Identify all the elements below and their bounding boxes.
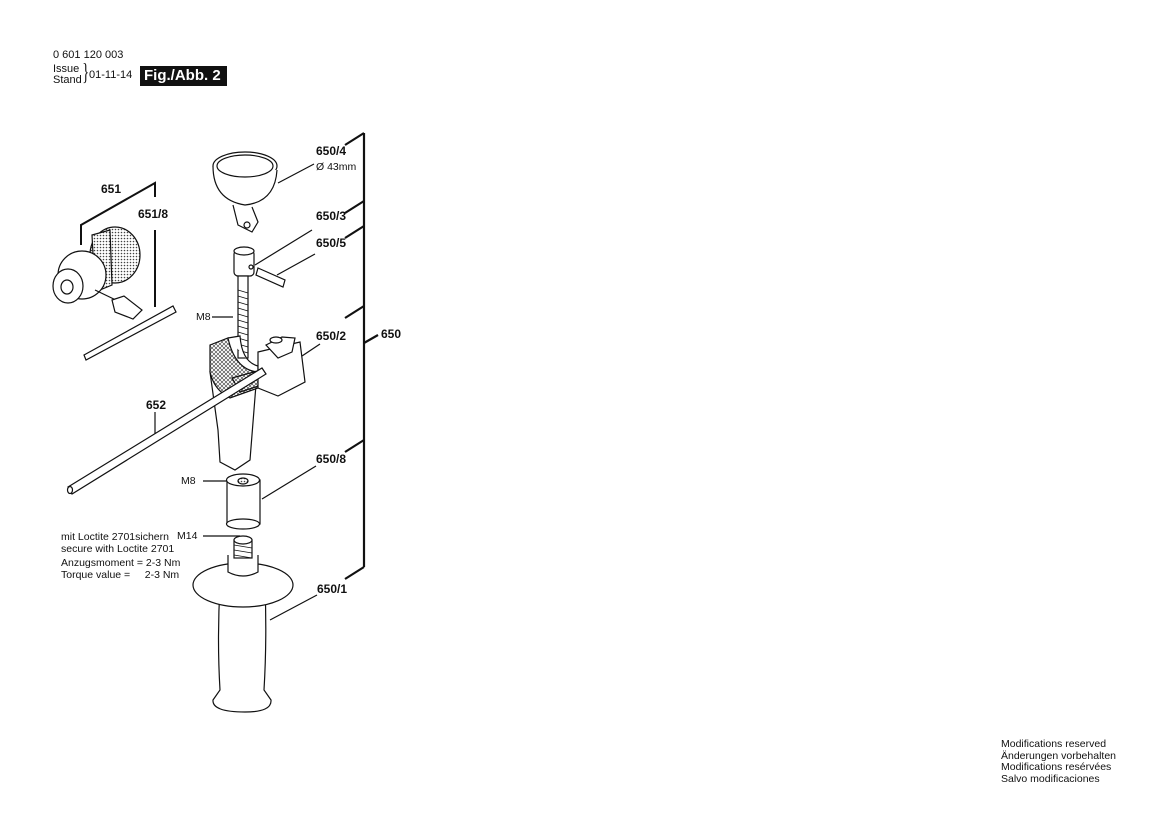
footer-line-es: Salvo modificaciones: [1001, 772, 1100, 785]
part-number: 0 601 120 003: [53, 49, 124, 61]
drill-chuck: [52, 226, 177, 361]
note-line-torque-de: Anzugsmoment = 2-3 Nm: [61, 557, 181, 569]
note-line-loctite-de: mit Loctite 2701sichern: [61, 531, 169, 543]
issue-labels: Issue Stand: [53, 64, 82, 86]
footer-line-en: Modifications reserved: [1001, 738, 1107, 750]
issue-date: 01-11-14: [89, 69, 133, 81]
figure-badge: Fig./Abb. 2: [140, 66, 227, 86]
issue-label: Issue: [53, 63, 80, 75]
assembly-note: mit Loctite 2701sichern secure with Loct…: [61, 531, 180, 581]
threaded-rod: [237, 275, 249, 359]
brace-glyph: }: [82, 60, 90, 86]
note-line-torque-en: Torque value = 2-3 Nm: [61, 569, 180, 581]
callout-650-4-diameter: Ø 43mm: [316, 161, 357, 173]
callout-650-2: 650/2: [316, 329, 347, 343]
ring-clamp: [212, 151, 278, 233]
callout-650-5: 650/5: [316, 236, 347, 250]
sleeve-nut: [225, 473, 261, 530]
callout-650-8: 650/8: [316, 452, 347, 466]
callout-651-8: 651/8: [138, 207, 169, 221]
callout-650-4: 650/4: [316, 144, 347, 158]
footer-line-fr: Modifications resérvées: [1001, 761, 1112, 773]
gauge-holder: [209, 335, 306, 471]
callout-651: 651: [101, 182, 122, 196]
callout-m14: M14: [177, 530, 198, 542]
footer-line-de: Änderungen vorbehalten: [1001, 749, 1117, 762]
modifications-notice: Modifications reserved Änderungen vorbeh…: [1001, 738, 1117, 785]
note-line-loctite-en: secure with Loctite 2701: [61, 543, 175, 555]
stand-label: Stand: [53, 74, 82, 86]
callout-650-3: 650/3: [316, 209, 347, 223]
bracket-650: [344, 132, 379, 580]
bolt-head: [233, 246, 255, 277]
callout-m8-nut: M8: [181, 475, 196, 487]
callout-650-1: 650/1: [317, 582, 348, 596]
callout-m8-rod: M8: [196, 311, 211, 323]
side-handle: [192, 535, 294, 713]
callout-650: 650: [381, 327, 402, 341]
callout-652: 652: [146, 398, 167, 412]
